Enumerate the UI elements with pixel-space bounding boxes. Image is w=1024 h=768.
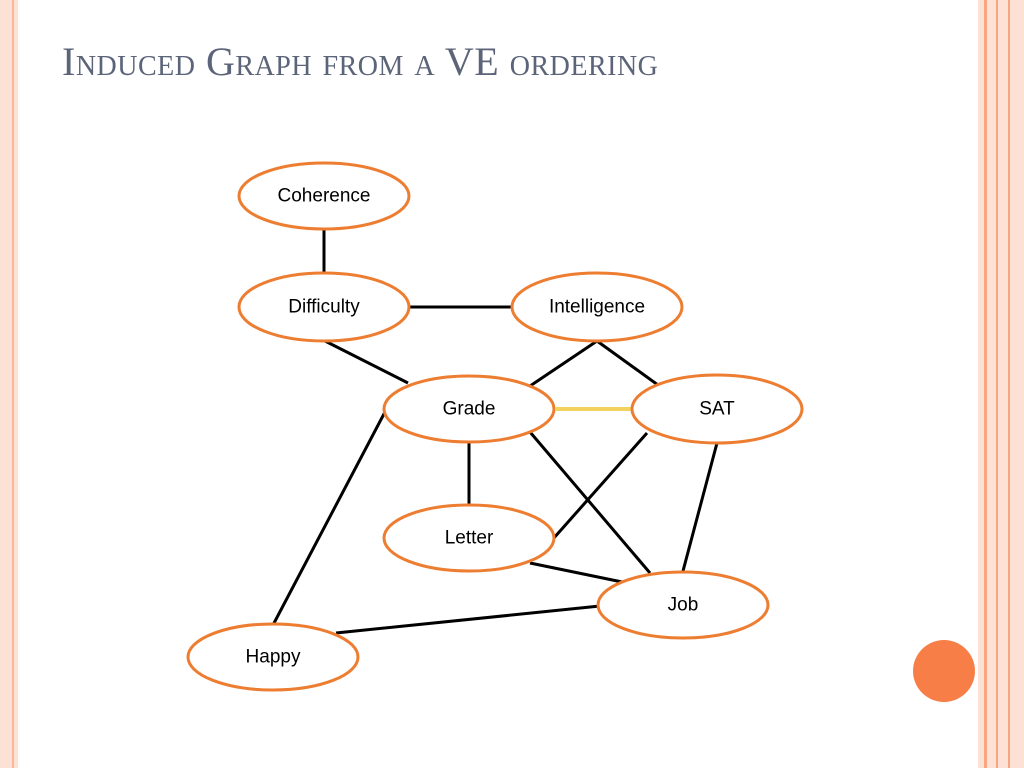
edge-difficulty-grade: [324, 339, 409, 385]
node-label: Letter: [445, 528, 494, 549]
node-coherence: Coherence: [237, 161, 411, 231]
node-label: Grade: [443, 399, 496, 420]
right-decor-stripes: [978, 0, 1024, 768]
node-letter: Letter: [382, 503, 556, 573]
node-label: Coherence: [278, 186, 371, 207]
edge-letter-job: [529, 561, 628, 585]
left-decor-stripe: [0, 0, 18, 768]
node-label: Job: [668, 595, 699, 616]
node-label: Intelligence: [549, 297, 645, 318]
node-job: Job: [596, 570, 770, 640]
node-label: Difficulty: [288, 297, 360, 318]
slide-title: Induced Graph from a VE ordering: [62, 39, 659, 84]
edge-grade-job: [528, 431, 652, 574]
node-sat: SAT: [630, 373, 804, 445]
edge-sat-job: [681, 442, 719, 572]
node-label: Happy: [246, 647, 301, 668]
edge-intelligence-grade: [529, 339, 598, 388]
edge-sat-letter: [551, 432, 649, 540]
edge-grade-happy: [271, 409, 388, 626]
node-label: SAT: [699, 399, 735, 420]
node-intelligence: Intelligence: [510, 271, 684, 343]
node-happy: Happy: [186, 622, 360, 692]
edge-intelligence-sat: [596, 339, 659, 387]
decorative-circle: [913, 640, 975, 702]
node-grade: Grade: [382, 374, 556, 444]
node-difficulty: Difficulty: [237, 271, 411, 343]
edge-job-happy: [335, 604, 601, 635]
